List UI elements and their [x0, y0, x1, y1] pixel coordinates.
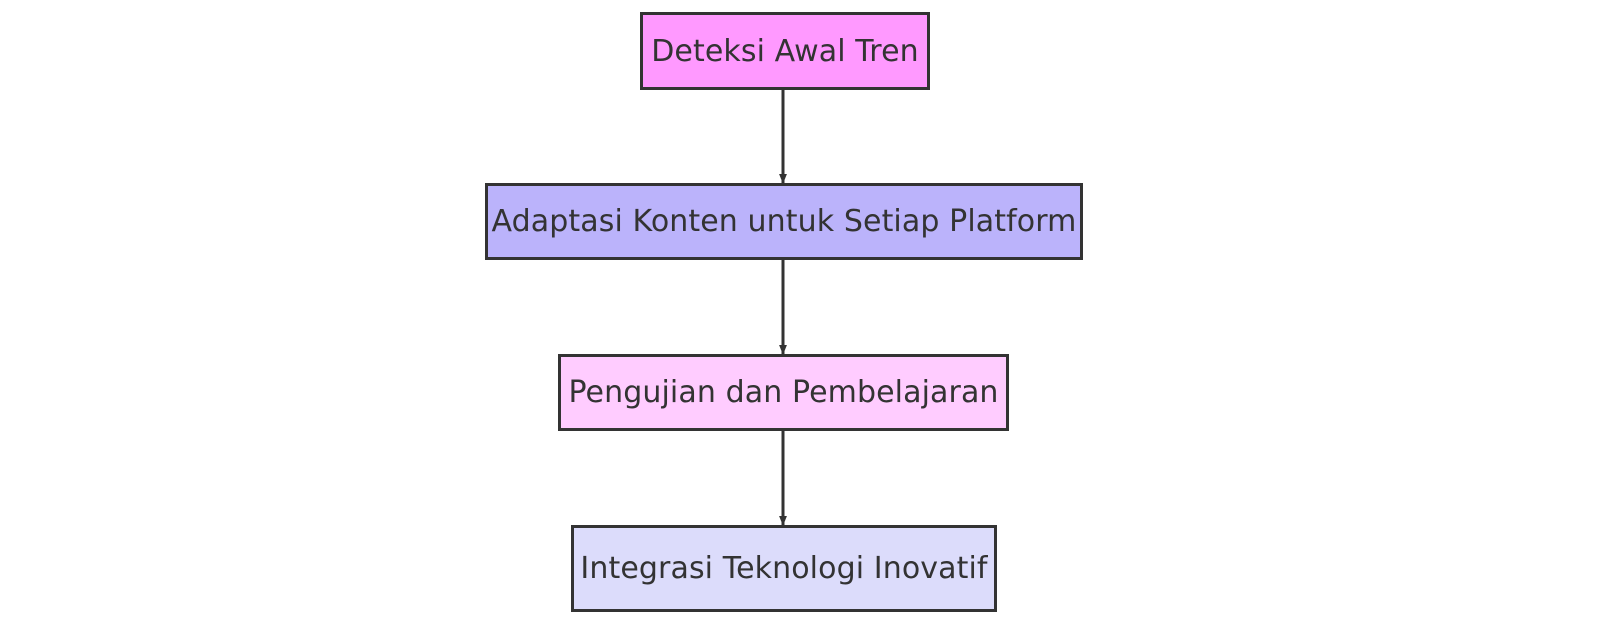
node-label: Adaptasi Konten untuk Setiap Platform	[491, 204, 1077, 239]
flowchart-node-integrasi-teknologi-inovatif[interactable]: Integrasi Teknologi Inovatif	[571, 525, 997, 612]
node-label: Integrasi Teknologi Inovatif	[580, 551, 988, 586]
node-label: Pengujian dan Pembelajaran	[568, 375, 999, 410]
flowchart-node-adaptasi-konten[interactable]: Adaptasi Konten untuk Setiap Platform	[485, 183, 1083, 260]
node-label: Deteksi Awal Tren	[651, 33, 919, 69]
flowchart-node-pengujian-pembelajaran[interactable]: Pengujian dan Pembelajaran	[558, 354, 1009, 431]
flowchart-node-deteksi-awal-tren[interactable]: Deteksi Awal Tren	[640, 12, 930, 90]
